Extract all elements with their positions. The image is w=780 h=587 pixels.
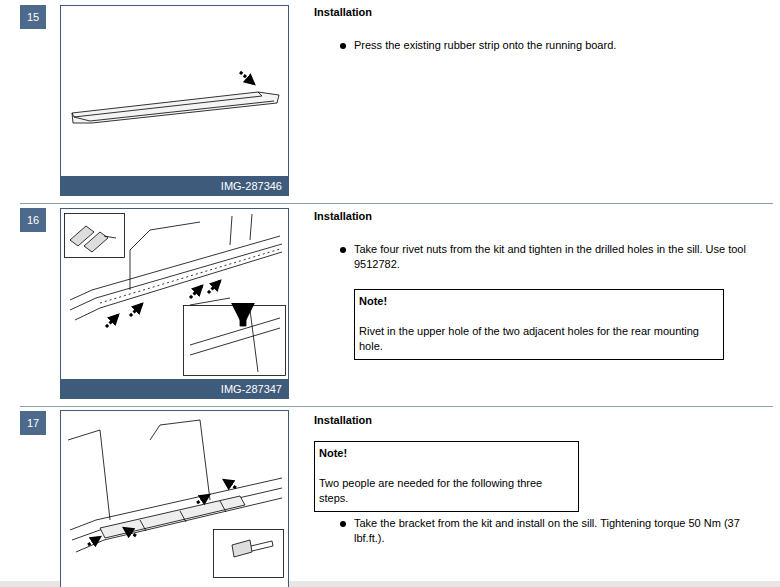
step-number: 16 xyxy=(20,208,46,232)
image-frame xyxy=(61,6,289,196)
row-separator xyxy=(20,203,773,204)
step-number: 17 xyxy=(20,411,46,435)
note-box: Note! Two people are needed for the follo… xyxy=(314,441,579,512)
instruction-text: Take four rivet nuts from the kit and ti… xyxy=(354,242,772,272)
image-frame xyxy=(61,209,289,399)
press-arrow xyxy=(240,72,254,84)
bracket-arrows xyxy=(88,480,236,545)
note-heading: Note! xyxy=(359,294,717,309)
bullet xyxy=(340,521,346,527)
running-board-drawing xyxy=(72,92,279,123)
bracket-drawing xyxy=(68,420,284,578)
image-frame xyxy=(61,411,289,587)
section-heading: Installation xyxy=(314,413,614,428)
note-box: Note! Rivet in the upper hole of the two … xyxy=(354,289,724,360)
bullet xyxy=(340,247,346,253)
note-heading: Note! xyxy=(319,446,572,461)
instruction-text: Press the existing rubber strip onto the… xyxy=(354,38,774,53)
sill-drawing xyxy=(65,214,286,376)
step-number: 15 xyxy=(20,5,46,29)
image-caption: IMG-287346 xyxy=(61,176,288,195)
rivet-arrows xyxy=(106,281,243,327)
caption-text: IMG-287346 xyxy=(61,179,282,194)
row-separator xyxy=(20,406,773,407)
note-text: Rivet in the upper hole of the two adjac… xyxy=(359,324,717,354)
instruction-text: Take the bracket from the kit and instal… xyxy=(354,516,772,546)
caption-text: IMG-287347 xyxy=(61,382,282,397)
note-text: Two people are needed for the following … xyxy=(319,476,572,506)
step-number-text: 17 xyxy=(27,416,39,431)
section-heading: Installation xyxy=(314,5,614,20)
image-caption: IMG-287347 xyxy=(61,379,288,398)
section-heading: Installation xyxy=(314,209,614,224)
step-number-text: 16 xyxy=(27,213,39,228)
step-number-text: 15 xyxy=(27,10,39,25)
bullet xyxy=(340,43,346,49)
